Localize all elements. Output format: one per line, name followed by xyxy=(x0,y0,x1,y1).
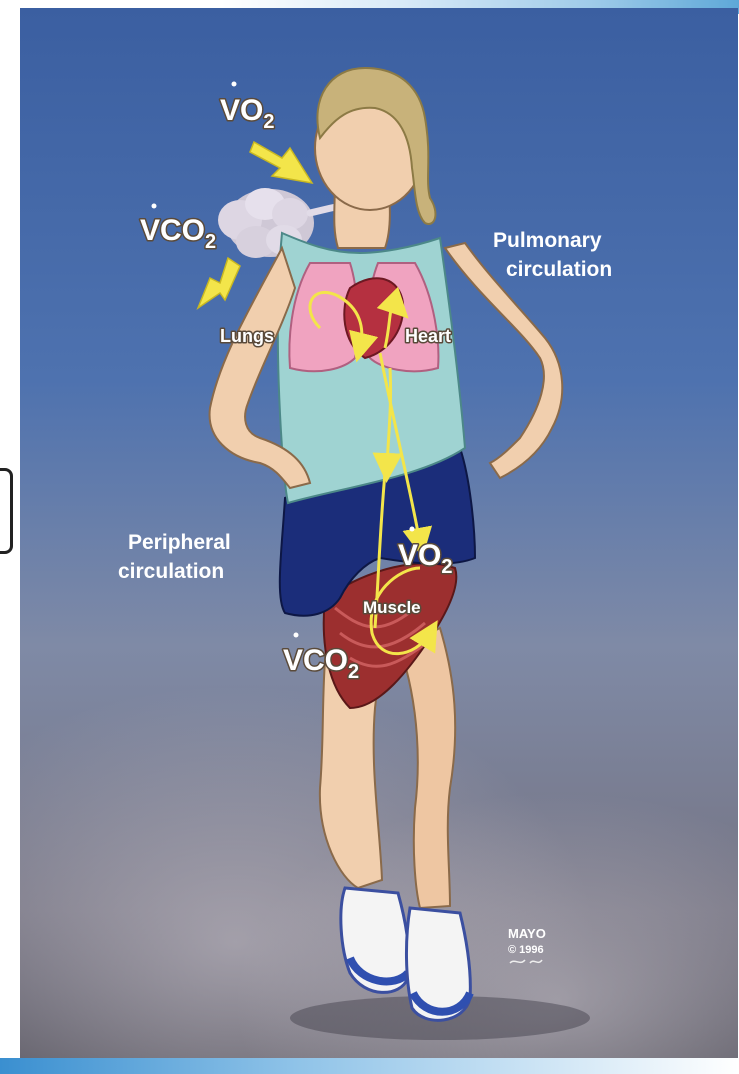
peripheral-label-line1: Peripheral xyxy=(128,531,231,554)
pulmonary-label-line2: circulation xyxy=(506,258,612,281)
muscle-label: Muscle xyxy=(363,598,421,617)
left-bracket-fragment xyxy=(0,468,13,554)
peripheral-label-line2: circulation xyxy=(118,560,224,583)
exercise-physiology-illustration: VO2 VCO2 Pulmonary circulation Lungs Hea… xyxy=(20,8,738,1070)
bottom-decorative-strip xyxy=(0,1058,739,1074)
mayo-label: MAYO xyxy=(508,926,546,941)
lungs-label: Lungs xyxy=(220,326,274,346)
pulmonary-label-line1: Pulmonary xyxy=(493,229,602,252)
heart-label: Heart xyxy=(405,326,451,346)
copyright-label: © 1996 xyxy=(508,944,544,956)
